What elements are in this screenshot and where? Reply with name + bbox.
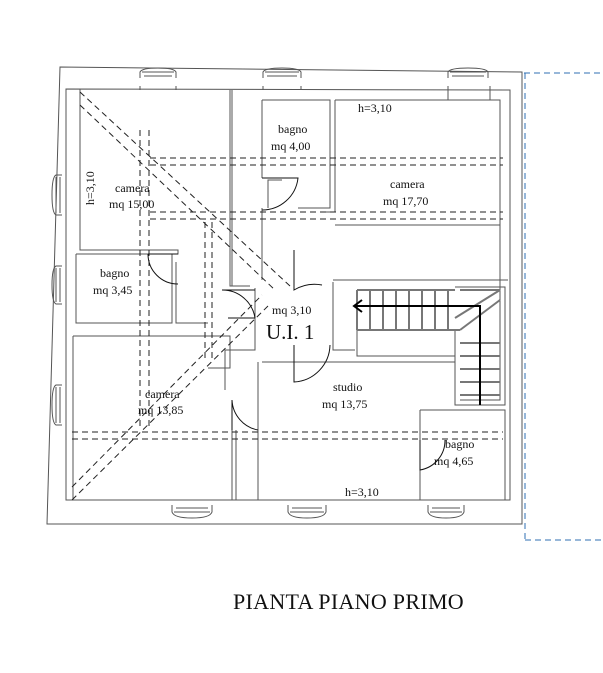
room-area-bagno-w: mq 3,45 <box>93 283 132 297</box>
room-area-camera-nw: mq 15,00 <box>109 197 154 211</box>
room-name-bagno-w: bagno <box>100 266 129 280</box>
stairs <box>352 289 501 405</box>
room-area-camera-ne: mq 17,70 <box>383 194 428 208</box>
height-label-top: h=3,10 <box>358 101 392 115</box>
room-name-bagno-top: bagno <box>278 122 307 136</box>
room-name-studio: studio <box>333 380 362 394</box>
room-name-bagno-se: bagno <box>445 437 474 451</box>
height-label-bottom: h=3,10 <box>345 485 379 499</box>
room-name-camera-sw: camera <box>145 387 180 401</box>
room-area-disimpegno: mq 3,10 <box>272 303 311 317</box>
unit-label: U.I. 1 <box>266 320 314 344</box>
room-area-bagno-top: mq 4,00 <box>271 139 310 153</box>
doors <box>147 177 446 471</box>
height-label-left: h=3,10 <box>83 171 97 205</box>
room-name-camera-ne: camera <box>390 177 425 191</box>
stair-arrow <box>352 299 481 405</box>
plan-title: PIANTA PIANO PRIMO <box>233 589 464 614</box>
room-name-camera-nw: camera <box>115 181 150 195</box>
dashed-lines <box>71 91 503 501</box>
outer-walls <box>46 66 523 525</box>
room-area-camera-sw: mq 13,85 <box>138 403 183 417</box>
room-area-bagno-se: mq 4,65 <box>434 454 473 468</box>
property-boundary <box>524 72 603 541</box>
windows <box>51 67 491 519</box>
labels: h=3,10 bagno mq 4,00 camera mq 17,70 cam… <box>83 101 474 614</box>
room-area-studio: mq 13,75 <box>322 397 367 411</box>
